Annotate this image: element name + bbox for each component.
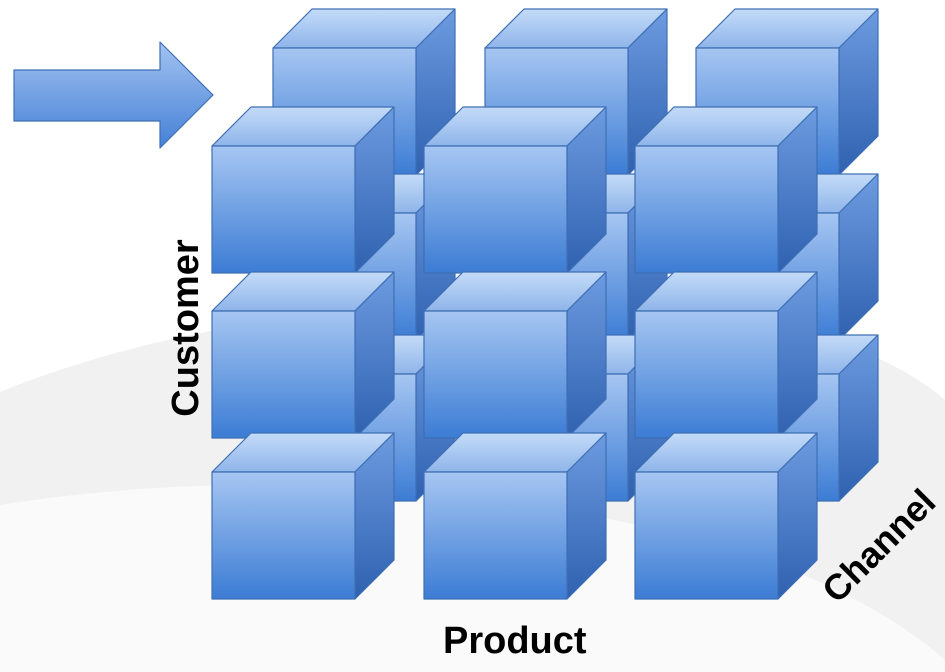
cube-front-face: [634, 145, 779, 274]
cube-front-face: [423, 145, 568, 274]
cube-front-face: [423, 471, 568, 600]
cube-front: [423, 106, 607, 274]
cube-front-face: [634, 310, 779, 439]
cube-front-face: [211, 310, 356, 439]
cube-front: [634, 432, 818, 600]
right-arrow-icon: [13, 41, 214, 149]
cube-front: [211, 271, 395, 439]
cube-front: [211, 432, 395, 600]
cube-front-face: [211, 471, 356, 600]
cube-front: [211, 106, 395, 274]
cube-front: [634, 106, 818, 274]
cube-front: [634, 271, 818, 439]
cube-front: [423, 432, 607, 600]
cube-front-face: [634, 471, 779, 600]
product-axis-label: Product: [443, 620, 587, 662]
cube-front-face: [423, 310, 568, 439]
cube-front-face: [211, 145, 356, 274]
customer-axis-label: Customer: [165, 239, 207, 417]
cube-front: [423, 271, 607, 439]
